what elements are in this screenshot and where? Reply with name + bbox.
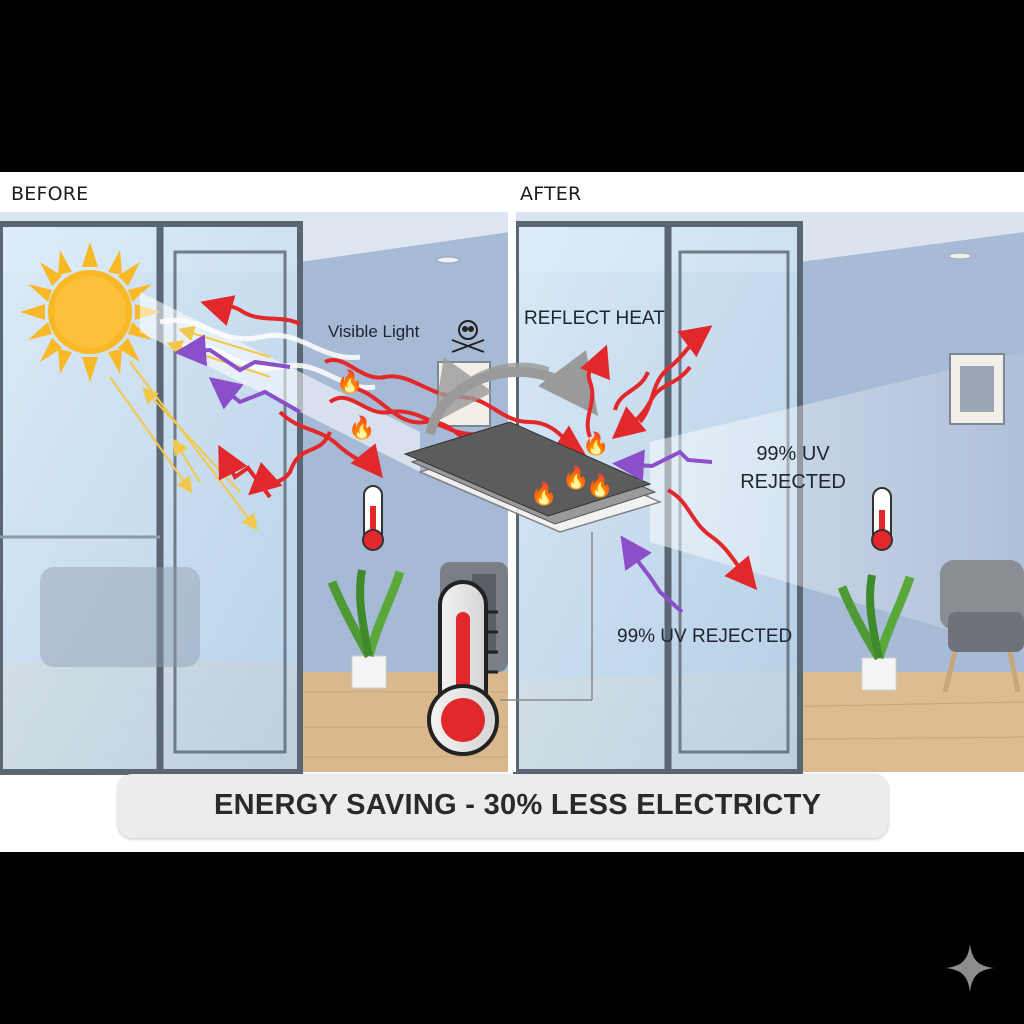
sun-icon (20, 242, 160, 382)
uv-rejected-top-line2: REJECTED (740, 471, 846, 493)
skull-crossbones-icon (451, 320, 485, 353)
thermometer-icon (871, 487, 893, 551)
after-caption: AFTER (520, 183, 582, 205)
flame-icon: 🔥 (562, 466, 590, 491)
thermometer-icon (427, 580, 499, 756)
visible-light-label: Visible Light (328, 322, 420, 341)
before-caption: BEFORE (11, 183, 89, 205)
after-plant (837, 574, 915, 691)
flame-icon: 🔥 (582, 432, 610, 457)
thermometer-icon (362, 485, 384, 551)
after-armchair (940, 560, 1024, 693)
diagram-canvas: 🔥 🔥 🔥 🔥 🔥 🔥 BEFORE AFTER Visible Light R… (0, 172, 1024, 852)
flame-icon: 🔥 (348, 416, 376, 441)
flame-icon: 🔥 (336, 370, 364, 395)
flame-icon: 🔥 (586, 474, 614, 499)
uv-rejected-top-label: 99% UV REJECTED (734, 440, 852, 496)
energy-saving-banner: ENERGY SAVING - 30% LESS ELECTRICTY (118, 774, 888, 838)
heat-rays-after (580, 325, 758, 591)
energy-saving-text: ENERGY SAVING - 30% LESS ELECTRICTY (214, 789, 822, 821)
uv-rays-before (174, 334, 301, 414)
flame-icon: 🔥 (530, 482, 558, 507)
before-plant (327, 569, 405, 689)
reflection-arrows (425, 350, 599, 436)
window-film-layers (403, 421, 663, 701)
uv-rays-after (612, 449, 713, 614)
uv-rejected-top-line1: 99% UV (756, 443, 830, 465)
scene-illustration (0, 172, 1024, 837)
reflect-heat-label: REFLECT HEAT (524, 308, 665, 329)
uv-rejected-bottom-label: 99% UV REJECTED (617, 626, 793, 647)
sparkle-icon (946, 944, 994, 992)
